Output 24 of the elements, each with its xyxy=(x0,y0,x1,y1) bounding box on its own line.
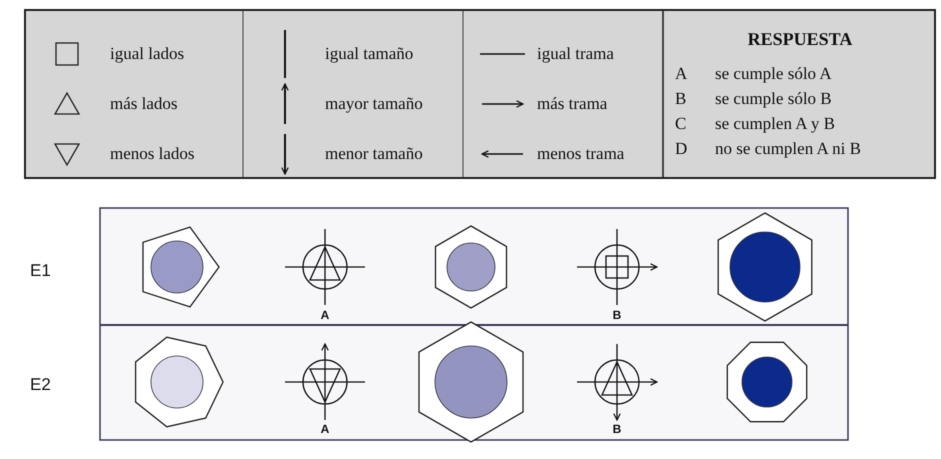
legend-text: menos lados xyxy=(110,145,195,162)
legend-text: menos trama xyxy=(537,145,624,162)
option-letter: B xyxy=(612,309,622,321)
legend-text: más lados xyxy=(110,95,178,112)
legend-text: igual tamaño xyxy=(325,45,414,62)
legend-text: igual trama xyxy=(537,45,614,62)
option-letter: B xyxy=(612,423,622,435)
row-label: E2 xyxy=(30,376,51,393)
option-letter: A xyxy=(320,309,330,321)
answer-text: se cumple sólo A xyxy=(715,65,832,82)
option-letter: A xyxy=(320,423,330,435)
answer-letter: D xyxy=(675,140,688,157)
answer-text: se cumplen A y B xyxy=(715,115,835,132)
row-label: E1 xyxy=(30,262,51,279)
legend-text: mayor tamaño xyxy=(325,95,423,112)
legend-text: menor tamaño xyxy=(325,145,423,162)
heading: RESPUESTA xyxy=(748,30,852,48)
legend-text: más trama xyxy=(537,95,608,112)
answer-letter: A xyxy=(675,65,688,82)
answer-text: se cumple sólo B xyxy=(715,90,832,107)
legend-text: igual lados xyxy=(110,45,184,62)
answer-letter: C xyxy=(675,115,686,132)
answer-letter: B xyxy=(675,90,686,107)
answer-text: no se cumplen A ni B xyxy=(715,140,861,157)
